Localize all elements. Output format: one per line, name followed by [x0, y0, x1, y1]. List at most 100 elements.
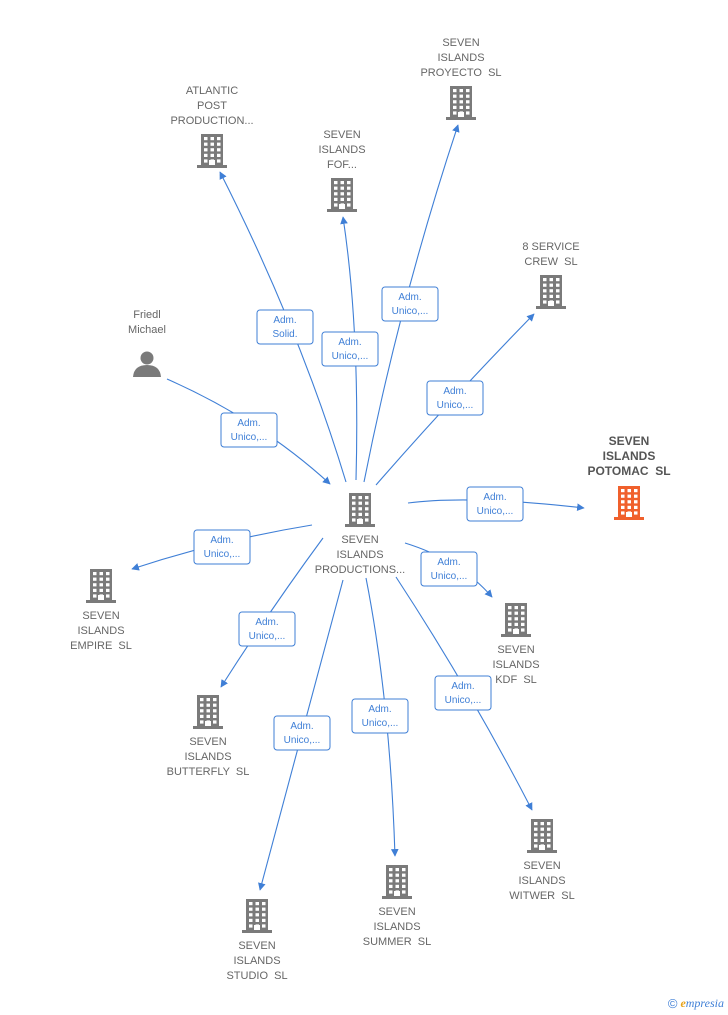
- node-fof[interactable]: SEVENISLANDSFOF...: [318, 129, 366, 212]
- node-empire[interactable]: SEVEN ISLANDS EMPIRE SL: [70, 569, 132, 652]
- person-icon[interactable]: [133, 351, 161, 378]
- node-label: ISLANDS: [373, 921, 420, 933]
- building-icon[interactable]: [345, 493, 375, 527]
- relation-label-text: Unico,...: [437, 400, 474, 411]
- node-label: PROYECTO SL: [420, 67, 501, 79]
- relation-label[interactable]: Adm. Unico,...: [351, 698, 409, 734]
- building-icon[interactable]: [501, 603, 531, 637]
- relation-label[interactable]: Adm.Unico,...: [220, 412, 278, 448]
- relation-label-text: Solid.: [272, 329, 297, 340]
- relation-label[interactable]: Adm.Unico,...: [434, 675, 492, 711]
- node-label: PRODUCTIONS...: [315, 564, 405, 576]
- node-label: SEVEN: [497, 644, 534, 656]
- relation-label[interactable]: Adm. Unico,...: [420, 551, 478, 587]
- node-label: ISLANDS: [318, 144, 365, 156]
- building-icon[interactable]: [527, 819, 557, 853]
- node-label: ISLANDS: [77, 625, 124, 637]
- building-icon[interactable]: [197, 134, 227, 168]
- relation-label-text: Unico,...: [284, 735, 321, 746]
- relation-label[interactable]: Adm.Unico,...: [238, 611, 296, 647]
- node-label: SUMMER SL: [363, 936, 431, 948]
- brand-logo[interactable]: empresia: [680, 996, 724, 1010]
- relation-label-text: Unico,...: [445, 695, 482, 706]
- relation-label-box[interactable]: [351, 698, 409, 734]
- relation-label-text: Adm.: [290, 721, 313, 732]
- relation-label-box[interactable]: [238, 611, 296, 647]
- relation-label-text: Unico,...: [362, 718, 399, 729]
- relation-label-text: Adm.: [237, 418, 260, 429]
- relation-label-text: Adm.: [255, 617, 278, 628]
- node-label: STUDIO SL: [226, 970, 287, 982]
- node-atlantic[interactable]: ATLANTICPOSTPRODUCTION...: [170, 85, 254, 168]
- relation-label-text: Unico,...: [431, 571, 468, 582]
- node-proyecto[interactable]: SEVEN ISLANDS PROYECTO SL: [420, 37, 502, 120]
- node-label: SEVEN: [238, 940, 275, 952]
- relation-label-box[interactable]: [273, 715, 331, 751]
- relation-label[interactable]: Adm.Unico,...: [381, 286, 439, 322]
- node-label: KDF SL: [495, 674, 537, 686]
- building-icon[interactable]: [382, 865, 412, 899]
- node-label: CREW SL: [524, 256, 577, 268]
- node-label: ISLANDS: [603, 449, 656, 463]
- relation-label[interactable]: Adm. Solid.: [256, 309, 314, 345]
- node-summer[interactable]: SEVEN ISLANDS SUMMER SL: [363, 865, 431, 948]
- building-icon[interactable]: [446, 86, 476, 120]
- relation-label-box[interactable]: [321, 331, 379, 367]
- building-icon[interactable]: [86, 569, 116, 603]
- node-label: WITWER SL: [509, 890, 574, 902]
- relation-label-box[interactable]: [220, 412, 278, 448]
- relation-label-box[interactable]: [193, 529, 251, 565]
- node-label: 8 SERVICE: [522, 241, 579, 253]
- building-icon[interactable]: [614, 486, 644, 520]
- relation-labels-layer: Adm.Solid.Adm.Unico,...Adm.Unico,...Adm.…: [193, 286, 524, 751]
- edge-center-butterfly: [220, 537, 324, 688]
- relation-label-text: Adm.: [398, 292, 421, 303]
- node-label: SEVEN: [442, 37, 479, 49]
- relation-label-text: Unico,...: [477, 506, 514, 517]
- relation-label-box[interactable]: [381, 286, 439, 322]
- copyright-symbol: ©: [667, 996, 678, 1011]
- node-label: ISLANDS: [336, 549, 383, 561]
- node-crew[interactable]: 8 SERVICE CREW SL: [522, 241, 580, 309]
- relation-label-box[interactable]: [466, 486, 524, 522]
- node-label: ISLANDS: [437, 52, 484, 64]
- relation-label[interactable]: Adm. Unico,...: [273, 715, 331, 751]
- footer-credit: © empresia: [668, 996, 724, 1011]
- relation-label-text: Adm.: [368, 704, 391, 715]
- relation-label[interactable]: Adm. Unico,...: [193, 529, 251, 565]
- relation-label-box[interactable]: [256, 309, 314, 345]
- relation-label-text: Adm.: [443, 386, 466, 397]
- relation-label-text: Adm.: [338, 337, 361, 348]
- relation-label-text: Adm.: [273, 315, 296, 326]
- building-icon[interactable]: [193, 695, 223, 729]
- node-center[interactable]: SEVENISLANDSPRODUCTIONS...: [315, 493, 405, 576]
- node-label: SEVEN: [378, 906, 415, 918]
- relation-label-text: Unico,...: [204, 549, 241, 560]
- building-icon[interactable]: [327, 178, 357, 212]
- relation-label-box[interactable]: [420, 551, 478, 587]
- relation-label[interactable]: Adm.Unico,...: [321, 331, 379, 367]
- relation-label-box[interactable]: [426, 380, 484, 416]
- building-icon[interactable]: [242, 899, 272, 933]
- node-label: SEVEN: [82, 610, 119, 622]
- relation-label-box[interactable]: [434, 675, 492, 711]
- node-label: EMPIRE SL: [70, 640, 132, 652]
- node-label: FOF...: [327, 159, 357, 171]
- nodes-layer: SEVENISLANDSPRODUCTIONS...ATLANTICPOSTPR…: [70, 37, 670, 982]
- relation-label-text: Adm.: [437, 557, 460, 568]
- node-label: SEVEN: [523, 860, 560, 872]
- relation-label-text: Adm.: [210, 535, 233, 546]
- node-label: ATLANTIC: [186, 85, 238, 97]
- node-label: SEVEN: [609, 434, 650, 448]
- node-label: ISLANDS: [184, 751, 231, 763]
- relation-label[interactable]: Adm.Unico,...: [466, 486, 524, 522]
- relation-label[interactable]: Adm. Unico,...: [426, 380, 484, 416]
- building-icon[interactable]: [536, 275, 566, 309]
